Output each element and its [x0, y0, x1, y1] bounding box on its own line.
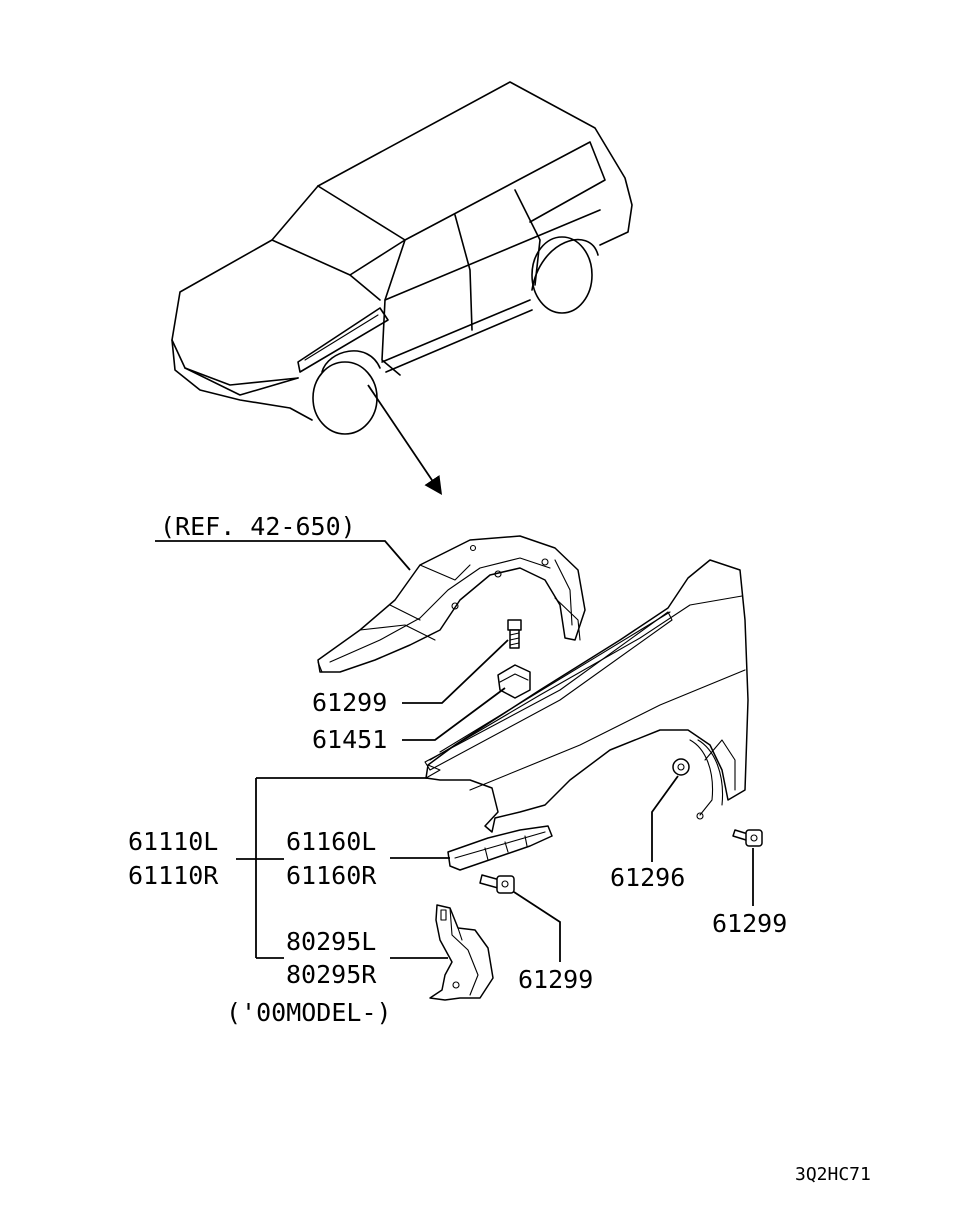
label-bolt-lower: 61299	[518, 965, 593, 994]
label-fender-left: 61110L	[128, 827, 218, 856]
label-clip: 61296	[610, 863, 685, 892]
vehicle-outline	[171, 81, 633, 435]
leader-clip	[651, 775, 679, 862]
label-shield-right: 80295R	[286, 960, 377, 989]
model-note: ('00MODEL-)	[226, 998, 392, 1027]
brace-part	[447, 825, 553, 871]
reference-note: (REF. 42-650)	[160, 512, 356, 541]
bolt-upper	[507, 619, 522, 649]
label-bolt-upper: 61299	[312, 688, 387, 717]
leader-bracket	[402, 687, 506, 741]
bracket-part	[497, 664, 531, 699]
pointer-arrow	[367, 384, 443, 495]
fender-trim-strip	[424, 611, 673, 771]
leader-bolt-lower	[513, 891, 561, 962]
label-bolt-rear: 61299	[712, 909, 787, 938]
label-brace-right: 61160R	[286, 861, 377, 890]
label-shield-left: 80295L	[286, 927, 376, 956]
label-fender-right: 61110R	[128, 861, 219, 890]
splash-shield	[429, 904, 494, 1001]
bolt-lower	[479, 874, 515, 894]
leader-fender-group	[236, 777, 428, 959]
fender-liner	[317, 535, 586, 673]
bolt-rear	[732, 829, 763, 847]
label-bracket: 61451	[312, 725, 387, 754]
reference-leader	[155, 540, 411, 571]
leader-bolt-upper	[402, 639, 509, 704]
label-brace-left: 61160L	[286, 827, 376, 856]
clip-part	[672, 758, 690, 776]
front-fender	[425, 559, 749, 833]
diagram-code: 3Q2HC71	[795, 1164, 871, 1185]
